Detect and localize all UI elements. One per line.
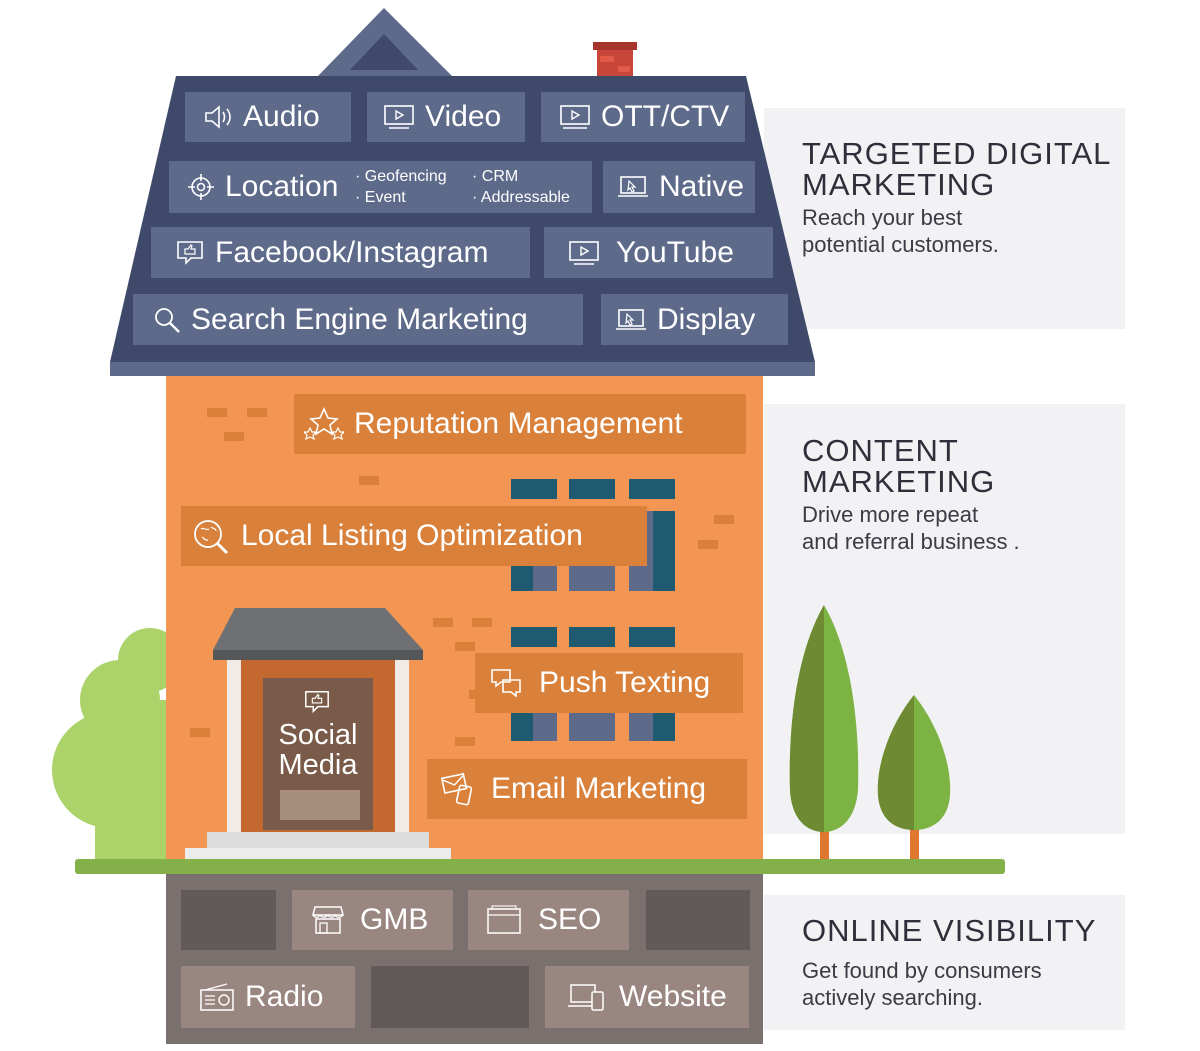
roof-item-search-engine-marketing: Search Engine Marketing — [133, 294, 583, 345]
storefront-icon — [312, 905, 344, 935]
foundation-block — [181, 890, 276, 950]
location-bullet-crm: · CRM — [472, 168, 519, 185]
panel-title: ONLINE VISIBILITY — [802, 913, 1097, 948]
wall-item-email-marketing: Email Marketing — [427, 759, 747, 819]
panel-subtitle: Reach your best potential customers. — [802, 205, 999, 257]
laptop-cursor-icon — [617, 175, 649, 199]
tv-icon — [559, 104, 591, 130]
roof-item-label: OTT/CTV — [601, 100, 730, 133]
foundation-block — [371, 966, 529, 1028]
roof-item-video: Video — [367, 92, 525, 142]
foundation-item-website: Website — [545, 966, 749, 1028]
roof-item-audio: Audio — [185, 92, 351, 142]
stars-icon — [304, 406, 344, 442]
foundation-item-label: SEO — [538, 903, 602, 936]
foundation-item-label: Website — [619, 980, 727, 1013]
map-search-icon — [191, 517, 231, 555]
tree-icon — [789, 605, 859, 862]
roof-item-youtube: YouTube — [544, 227, 773, 278]
roof-item-label: Video — [425, 100, 502, 133]
thumbs-up-icon — [175, 239, 205, 267]
roof-item-label: Facebook/Instagram — [215, 235, 489, 269]
roof-item-label: Audio — [243, 100, 320, 133]
email-phone-icon — [441, 772, 475, 806]
panel-targeted-digital: TARGETED DIGITAL MARKETING Reach your be… — [764, 108, 1125, 329]
chat-bubbles-icon — [489, 666, 523, 700]
door-label-line1: Social — [278, 719, 358, 751]
house-roof — [110, 8, 815, 376]
wall-item-local-listing-optimization: Local Listing Optimization — [181, 506, 647, 566]
laptop-cursor-icon — [615, 308, 647, 332]
door-thumbs-up-icon — [303, 688, 331, 721]
devices-icon — [567, 982, 605, 1012]
location-bullet-geofencing: · Geofencing — [355, 168, 447, 185]
video-player-icon — [568, 240, 600, 266]
roof-item-label: Display — [657, 302, 756, 336]
foundation-item-gmb: GMB — [292, 890, 453, 950]
roof-item-label: Location — [225, 170, 339, 203]
magnifier-icon — [153, 306, 181, 334]
panel-subtitle: Get found by consumers actively searchin… — [802, 958, 1042, 1010]
roof-item-label: Search Engine Marketing — [191, 302, 528, 336]
foundation-block — [646, 890, 750, 950]
radio-icon — [199, 982, 235, 1012]
video-player-icon — [383, 104, 415, 130]
location-bullet-addressable: · Addressable — [472, 189, 570, 206]
roof-item-ott-ctv: OTT/CTV — [541, 92, 745, 142]
wall-item-reputation-management: Reputation Management — [294, 394, 746, 454]
panel-subtitle: Drive more repeat and referral business … — [802, 502, 1020, 554]
panel-online-visibility: ONLINE VISIBILITY Get found by consumers… — [764, 895, 1125, 1030]
foundation-item-radio: Radio — [181, 966, 355, 1028]
panel-title: CONTENT MARKETING — [802, 433, 996, 499]
foundation-item-seo: SEO — [468, 890, 629, 950]
roof-item-facebook-instagram: Facebook/Instagram — [151, 227, 530, 278]
roof-item-display: Display — [601, 294, 788, 345]
foundation-item-label: Radio — [245, 980, 324, 1013]
browser-window-icon — [486, 905, 522, 935]
crosshair-icon — [187, 173, 215, 201]
speaker-icon — [203, 105, 233, 129]
location-bullet-event: · Event — [355, 189, 406, 206]
wall-item-label: Email Marketing — [491, 772, 707, 805]
wall-item-label: Local Listing Optimization — [241, 519, 583, 552]
roof-item-native: Native — [603, 161, 755, 213]
panel-title: TARGETED DIGITAL MARKETING — [802, 136, 1112, 202]
wall-item-push-texting: Push Texting — [475, 653, 743, 713]
wall-item-label: Reputation Management — [354, 407, 683, 440]
bush-icon — [52, 628, 182, 860]
foundation-item-label: GMB — [360, 903, 429, 936]
house-porch — [185, 608, 451, 862]
roof-item-label: YouTube — [616, 235, 734, 269]
door-label-line2: Media — [278, 749, 358, 781]
grass-line — [75, 859, 1005, 874]
wall-item-label: Push Texting — [539, 666, 711, 699]
roof-item-location: Location — [169, 161, 592, 213]
tree-icon — [877, 695, 951, 862]
roof-item-label: Native — [659, 170, 745, 203]
